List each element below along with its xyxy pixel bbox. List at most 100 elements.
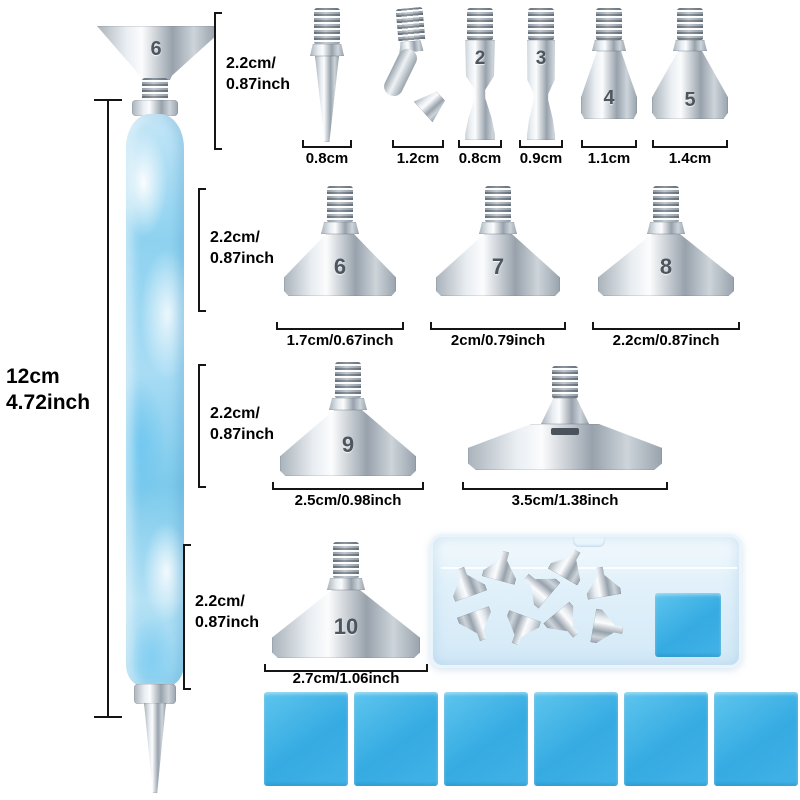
tip-width-label: 1.2cm — [396, 150, 440, 167]
tip-collar — [310, 44, 344, 56]
tip-head: 9 — [280, 410, 416, 476]
tip-collar — [673, 40, 707, 51]
pen-head-tip: 6 — [97, 26, 215, 80]
tip-blade-slot — [551, 428, 579, 435]
wax-square — [714, 692, 798, 786]
row2-height-label: 2.2cm/ 0.87inch — [210, 229, 275, 267]
row1-height-label: 2.2cm/ 0.87inch — [226, 55, 291, 93]
tip-number: 7 — [491, 254, 505, 279]
tip-number: 9 — [341, 432, 355, 457]
pen-body — [126, 114, 184, 686]
tip-head: 10 — [272, 590, 420, 658]
tip-body: 2 — [465, 40, 495, 140]
tip-head: 5 — [652, 51, 728, 119]
row1-width-bracket-3 — [458, 140, 502, 148]
wax-square — [354, 692, 438, 786]
tip-width-label: 2.2cm/0.87inch — [612, 332, 720, 349]
tip-head: 4 — [581, 51, 637, 119]
row2-width-bracket-2 — [430, 322, 566, 330]
tip-width-label: 2.5cm/0.98inch — [294, 492, 402, 509]
tip-5: 5 — [652, 8, 728, 140]
tip-width-label: 0.8cm — [305, 150, 349, 167]
tip-number: 4 — [603, 87, 615, 109]
tip-number: 10 — [333, 614, 359, 639]
tip-flared-foot — [414, 86, 451, 123]
pen-collar — [132, 100, 178, 116]
tip-point — [315, 56, 339, 142]
tip-collar — [321, 222, 359, 234]
pen-thread — [142, 78, 168, 102]
length-measure-tick-top — [94, 99, 122, 101]
tip-thread — [467, 8, 493, 40]
tip-9: 9 — [280, 362, 416, 476]
tip-collar — [329, 398, 367, 410]
case-tip-icon — [590, 609, 625, 648]
tip-width-label: 3.5cm/1.38inch — [511, 492, 619, 509]
tip-head: 7 — [436, 234, 560, 296]
tip-collar — [647, 222, 685, 234]
tip-wide-flat — [468, 366, 662, 472]
tip-width-label: 2cm/0.79inch — [450, 332, 546, 349]
row1-width-bracket-1 — [302, 140, 352, 148]
tip-width-label: 0.9cm — [519, 150, 563, 167]
tip-single-point — [302, 8, 352, 144]
tip-collar — [592, 40, 626, 51]
row1-width-bracket-5 — [581, 140, 637, 148]
tip-10: 10 — [272, 542, 420, 660]
row2-height-bracket — [198, 188, 206, 312]
tip-4: 4 — [581, 8, 637, 140]
tip-number: 6 — [333, 254, 347, 279]
length-measure-line — [107, 100, 109, 718]
tip-thread — [333, 542, 359, 578]
row1-width-bracket-4 — [519, 140, 563, 148]
case-tip-icon — [543, 602, 588, 647]
case-tip-icon — [499, 610, 541, 650]
tip-thread — [327, 186, 353, 222]
tip-number: 3 — [535, 48, 547, 69]
wax-square — [264, 692, 348, 786]
tip-angled — [380, 6, 454, 144]
tip-body: 3 — [527, 40, 555, 140]
tip-thread — [335, 362, 361, 398]
case-tip-icon — [482, 547, 523, 585]
wax-pad — [655, 593, 721, 657]
tip-3: 3 — [519, 8, 563, 140]
tip-width-label: 1.4cm — [668, 150, 712, 167]
tip-collar — [327, 578, 365, 590]
tip-2: 2 — [458, 8, 502, 140]
row3-width-bracket-2 — [462, 482, 668, 490]
row4-width-bracket-1 — [264, 664, 428, 672]
tip-number: 5 — [684, 89, 696, 111]
wax-squares-row — [264, 692, 798, 786]
case-tip-icon — [457, 606, 499, 646]
wax-square — [624, 692, 708, 786]
row1-width-bracket-6 — [652, 140, 728, 148]
tip-width-label: 0.8cm — [458, 150, 502, 167]
tip-7: 7 — [436, 186, 560, 296]
pen-point-tip — [144, 703, 166, 793]
tip-8: 8 — [598, 186, 734, 296]
case-tip-icon — [583, 564, 622, 599]
case-latch — [573, 537, 605, 547]
pen-bottom-collar — [134, 684, 176, 704]
length-measure-tick-bottom — [94, 716, 122, 718]
row3-height-bracket — [198, 364, 206, 488]
case-lid-line — [441, 567, 737, 569]
wax-square — [444, 692, 528, 786]
row2-width-bracket-3 — [592, 322, 740, 330]
tip-width-label: 1.1cm — [587, 150, 631, 167]
wax-square — [534, 692, 618, 786]
tip-thread — [485, 186, 511, 222]
row4-height-bracket — [183, 544, 191, 690]
row1-width-bracket-2 — [392, 140, 444, 148]
tip-width-label: 2.7cm/1.06inch — [292, 670, 400, 687]
tip-collar — [479, 222, 517, 234]
tip-thread — [653, 186, 679, 222]
row3-width-bracket-1 — [272, 482, 424, 490]
pen-length-label: 12cm 4.72inch — [6, 365, 91, 415]
row2-width-bracket-1 — [276, 322, 404, 330]
tip-head: 6 — [284, 234, 396, 296]
tip-thread — [528, 8, 554, 40]
row4-height-label: 2.2cm/ 0.87inch — [195, 593, 260, 631]
